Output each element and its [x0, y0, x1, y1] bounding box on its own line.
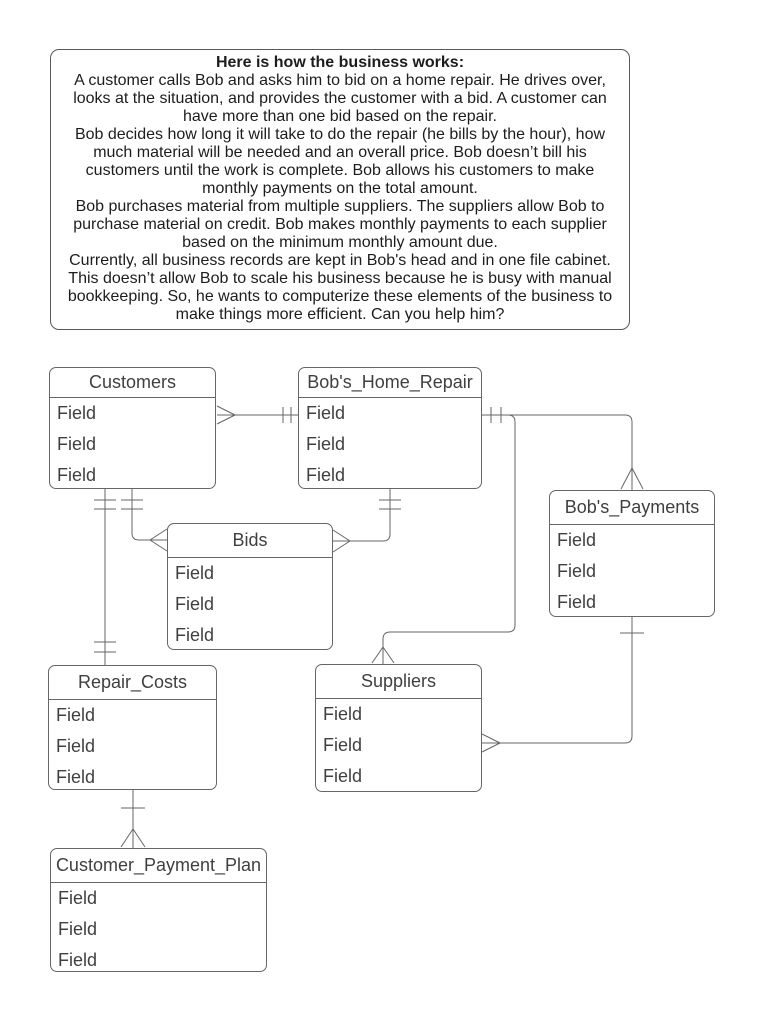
business-description-text: A customer calls Bob and asks him to bid…	[51, 72, 629, 324]
entity-customers-field-1: Field	[57, 403, 97, 423]
entity-bids-field-1: Field	[175, 563, 215, 583]
relationship-repair-costs-customer-payment-plan	[120, 790, 146, 848]
relationship-customers-bobs-home-repair	[216, 405, 298, 425]
entity-bobs-home-repair-field-1: Field	[306, 403, 346, 423]
entity-bobs-home-repair-field-3: Field	[306, 465, 346, 485]
relationship-bobs-home-repair-bobs-payments	[482, 407, 644, 490]
entity-repair-costs-field-1: Field	[56, 705, 96, 725]
entity-suppliers: Suppliers Field Field Field	[315, 664, 482, 792]
business-description-line: customers until the work is complete. Bo…	[85, 162, 595, 179]
entity-customer-payment-plan-field-1: Field	[58, 888, 98, 908]
double-tick-icon	[490, 407, 502, 423]
entity-bobs-home-repair: Bob's_Home_Repair Field Field Field	[298, 367, 482, 489]
entity-customer-payment-plan: Customer_Payment_Plan Field Field Field	[50, 848, 267, 972]
entity-repair-costs-title: Repair_Costs	[49, 666, 216, 700]
entity-customer-payment-plan-field-2: Field	[58, 919, 98, 939]
double-tick-icon	[379, 499, 401, 510]
double-tick-icon	[94, 499, 116, 510]
entity-customer-payment-plan-title: Customer_Payment_Plan	[51, 849, 266, 883]
double-tick-icon	[94, 641, 116, 653]
connector-line	[482, 414, 633, 468]
business-description-line: based on the minimum monthly amount due.	[182, 234, 498, 251]
entity-customers-title: Customers	[50, 368, 215, 398]
business-description-line: much material will be needed and an over…	[93, 144, 587, 161]
entity-repair-costs-field-2: Field	[56, 736, 96, 756]
entity-repair-costs-field-3: Field	[56, 767, 96, 787]
connector-line	[500, 617, 633, 744]
entity-bobs-home-repair-field-2: Field	[306, 434, 346, 454]
business-description-line: monthly payments on the total amount.	[202, 180, 478, 197]
business-description-line: This doesn’t allow Bob to scale his busi…	[68, 270, 612, 287]
business-description-line: have more than one bid based on the repa…	[183, 108, 497, 125]
entity-bobs-payments-field-2: Field	[557, 561, 597, 581]
crow-foot-icon	[371, 646, 395, 664]
entity-bobs-payments-field-3: Field	[557, 592, 597, 612]
entity-suppliers-field-3: Field	[323, 766, 363, 786]
entity-bobs-payments-field-1: Field	[557, 530, 597, 550]
connector-line	[131, 489, 150, 541]
entity-suppliers-field-2: Field	[323, 735, 363, 755]
relationship-bobs-payments-suppliers	[481, 617, 644, 753]
entity-customers-field-3: Field	[57, 465, 97, 485]
entity-bobs-payments: Bob's_Payments Field Field Field	[549, 490, 715, 617]
crow-foot-icon	[481, 733, 501, 753]
crow-foot-icon	[332, 529, 351, 553]
business-description-line: bookkeeping. So, he wants to computerize…	[67, 288, 613, 305]
entity-bids-field-2: Field	[175, 594, 215, 614]
entity-bobs-home-repair-title: Bob's_Home_Repair	[299, 368, 481, 398]
entity-suppliers-field-1: Field	[323, 704, 363, 724]
crow-foot-icon	[620, 467, 644, 490]
business-description-line: make things more efficient. Can you help…	[175, 306, 505, 323]
business-description-box: Here is how the business works: A custom…	[50, 49, 630, 330]
entity-bids-field-3: Field	[175, 625, 215, 645]
entity-customers-field-2: Field	[57, 434, 97, 454]
entity-bids: Bids Field Field Field	[167, 523, 333, 650]
relationship-bobs-home-repair-bids	[332, 489, 401, 553]
business-description-line: A customer calls Bob and asks him to bid…	[74, 72, 606, 89]
crow-foot-icon	[120, 828, 146, 848]
entity-customer-payment-plan-field-3: Field	[58, 950, 98, 970]
entity-bids-title: Bids	[168, 524, 332, 558]
crow-foot-icon	[149, 528, 168, 552]
business-description-title: Here is how the business works:	[215, 54, 465, 71]
entity-bobs-payments-title: Bob's_Payments	[550, 491, 714, 525]
business-description-line: Bob decides how long it will take to do …	[74, 126, 606, 143]
business-description-line: looks at the situation, and provides the…	[73, 90, 607, 107]
connector-line	[350, 489, 391, 542]
business-description-line: Currently, all business records are kept…	[69, 252, 611, 269]
entity-suppliers-title: Suppliers	[316, 665, 481, 699]
entity-customers: Customers Field Field Field	[49, 367, 216, 489]
business-description-line: purchase material on credit. Bob makes m…	[73, 216, 607, 233]
crow-foot-icon	[216, 405, 236, 425]
double-tick-icon	[121, 499, 143, 510]
relationship-customers-bids	[121, 489, 168, 552]
entity-repair-costs: Repair_Costs Field Field Field	[48, 665, 217, 790]
double-tick-icon	[282, 407, 292, 423]
relationship-customers-repair-costs	[94, 489, 116, 665]
business-description-line: Bob purchases material from multiple sup…	[75, 198, 605, 215]
